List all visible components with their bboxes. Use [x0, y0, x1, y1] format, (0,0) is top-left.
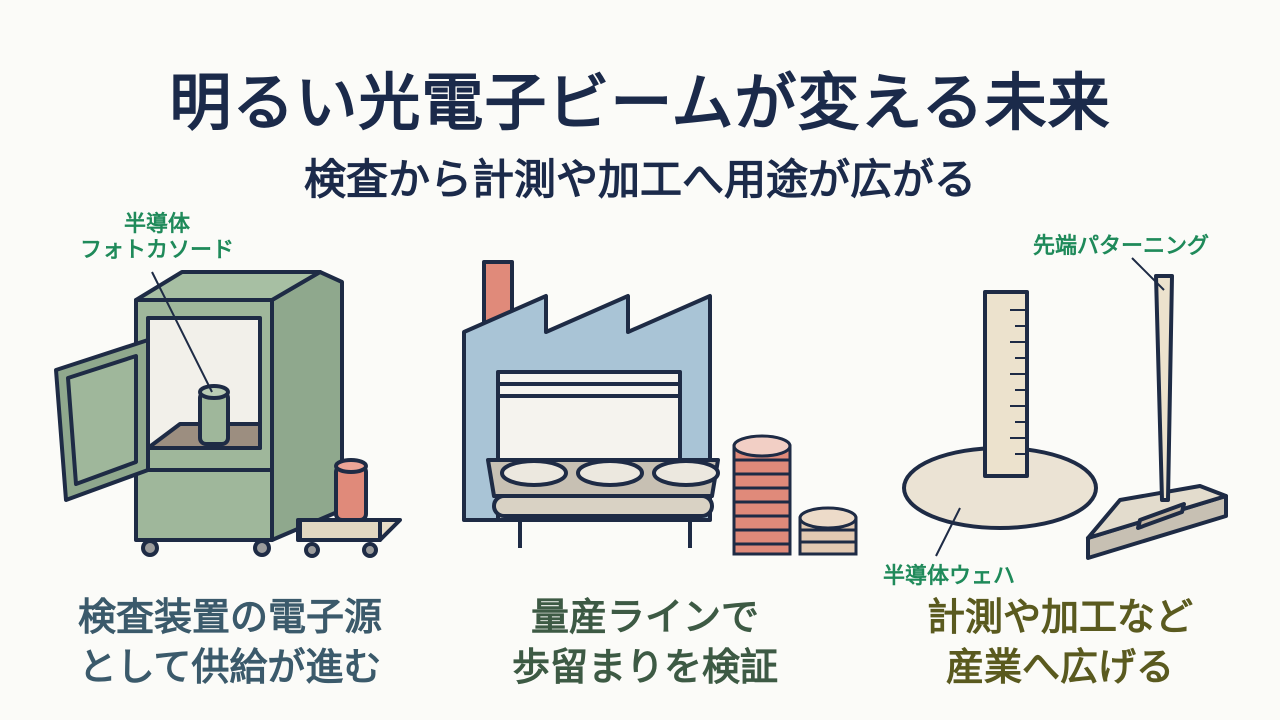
- callout-leader-line: [935, 507, 961, 557]
- panel-2-caption: 量産ラインで 歩留まりを検証: [450, 592, 840, 692]
- page-title: 明るい光電子ビームが変える未来: [169, 66, 1111, 139]
- callout-line: フォトカソード: [79, 238, 234, 263]
- caption-line: として供給が進む: [78, 645, 382, 689]
- page-subtitle: 検査から計測や加工へ用途が広がる: [303, 155, 976, 204]
- caption-line: 歩留まりを検証: [511, 645, 778, 689]
- patterning-callout: 先端パターニング: [1032, 234, 1209, 259]
- wafer-ruler-icon: [902, 290, 1098, 530]
- wafer-callout: 半導体ウェハ: [882, 564, 1015, 589]
- caption-line: 計測や加工など: [926, 595, 1193, 639]
- caption-line: 産業へ広げる: [945, 645, 1174, 689]
- callout-line: 半導体: [123, 212, 190, 237]
- callout-leader-line: [1131, 257, 1165, 291]
- caption-line: 量産ラインで: [530, 595, 759, 639]
- panel-1-caption: 検査装置の電子源 として供給が進む: [40, 592, 420, 692]
- callout-leader-line: [151, 271, 213, 393]
- inspection-machine-icon: [54, 270, 402, 558]
- caption-line: 検査装置の電子源: [77, 595, 382, 639]
- patterning-tip-icon: [1086, 274, 1228, 560]
- factory-icon: [462, 260, 720, 548]
- panel-3-caption: 計測や加工など 産業へ広げる: [860, 592, 1260, 692]
- wafer-stack-icon: [732, 434, 858, 556]
- photocathode-callout: 半導体 フォトカソード: [60, 212, 254, 264]
